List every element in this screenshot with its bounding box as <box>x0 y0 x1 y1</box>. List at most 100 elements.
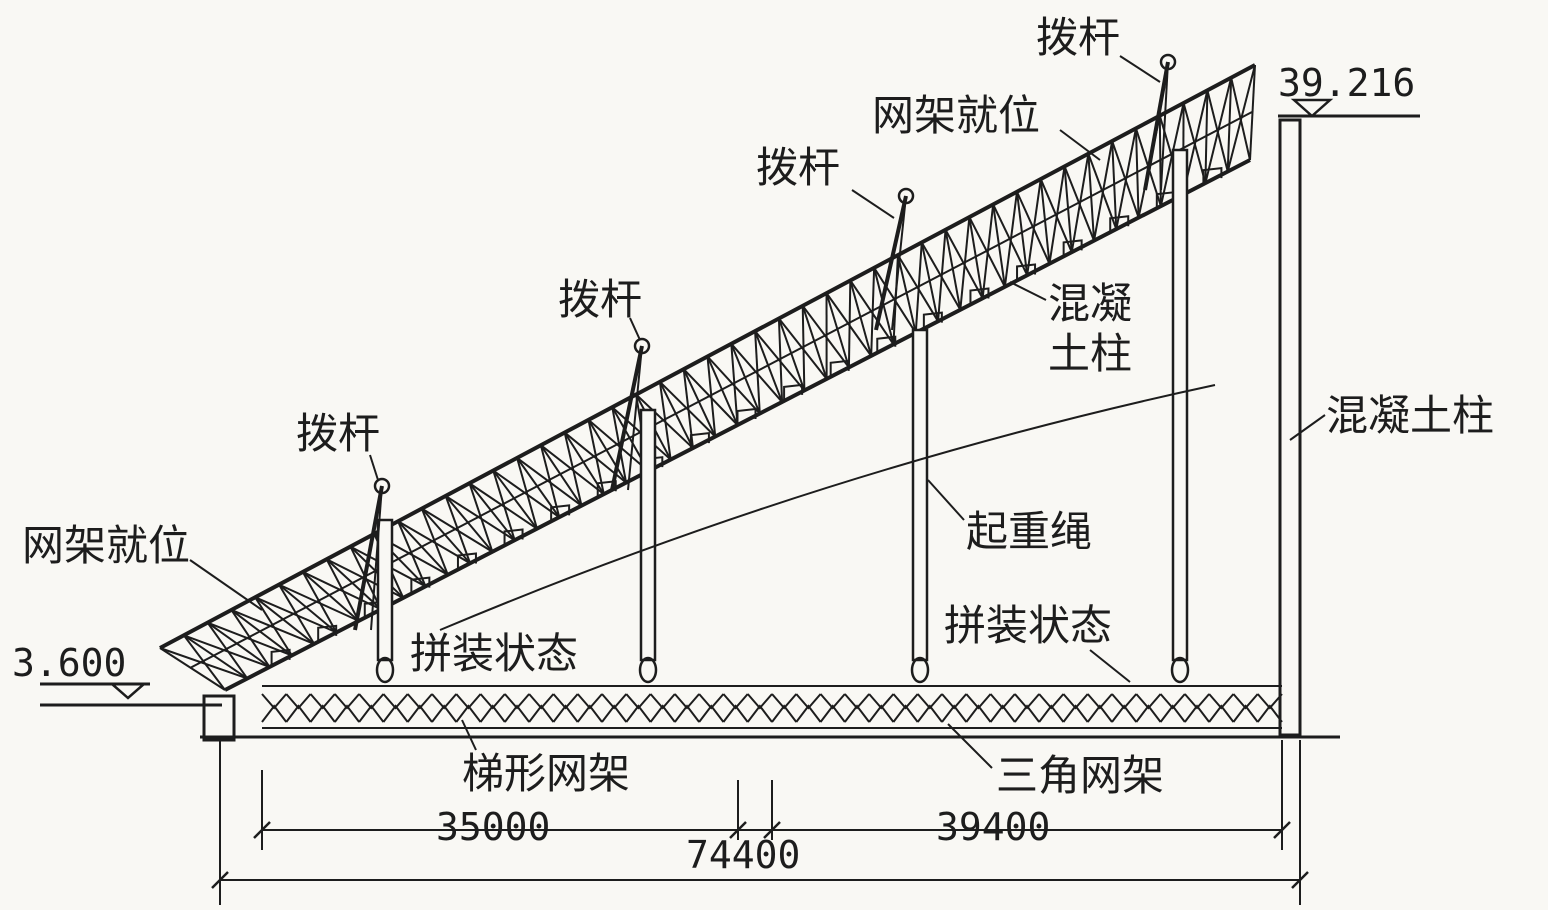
flat-truss-upper-web <box>746 693 773 710</box>
truss-vertical-member <box>730 343 761 414</box>
gin-pole-label-2: 拨杆 <box>558 275 642 324</box>
truss-vertical-member <box>183 634 248 680</box>
gin-pole-stay-2 <box>627 345 643 491</box>
flat-truss-upper-web <box>406 693 433 710</box>
flat-truss-lower-web <box>1062 704 1089 723</box>
flat-truss-upper-web <box>504 693 530 710</box>
elevation-low-label: 3.600 <box>12 641 126 685</box>
truss-vertical-member <box>849 280 873 357</box>
truss-diagonal-member <box>254 596 293 656</box>
flat-truss-lower-web <box>819 704 846 723</box>
dimension-left-span: 35000 <box>436 805 550 849</box>
truss-diagonal-member <box>230 609 271 668</box>
gin-pole-pulley-1 <box>373 477 391 495</box>
truss-diagonal-member <box>587 419 605 495</box>
flat-truss-upper-web <box>431 693 458 710</box>
hoist-rope <box>439 384 1216 631</box>
flat-truss-upper-web <box>382 693 409 710</box>
truss-diagonal-member <box>1070 153 1090 253</box>
truss-mid-chord <box>189 111 1253 669</box>
flat-truss-upper-web <box>601 693 628 710</box>
truss-diagonal-member <box>397 520 427 587</box>
flat-truss-lower-web <box>309 704 336 723</box>
truss-diagonal-member <box>563 432 583 506</box>
truss-vertical-member <box>516 457 561 518</box>
truss-diagonal-member <box>1048 166 1066 264</box>
flat-truss-upper-web <box>334 693 360 710</box>
flat-truss-lower-web <box>746 704 773 723</box>
concrete-column-right-leader <box>1289 414 1326 441</box>
concrete-column-mid-label-line1: 混凝 <box>1048 279 1132 328</box>
trapezoid-truss-label: 梯形网架 <box>462 749 630 798</box>
truss-bearing-bracket <box>550 504 571 522</box>
truss-bearing-bracket <box>736 407 757 425</box>
dimension-tick-4 <box>1273 821 1291 839</box>
flat-truss-upper-web <box>674 693 700 710</box>
truss-vertical-member <box>658 381 694 449</box>
truss-bearing-bracket <box>1202 166 1223 185</box>
truss-bearing-bracket <box>270 648 291 666</box>
truss-bearing-bracket <box>783 383 804 401</box>
flat-truss-lower-web <box>1208 704 1235 723</box>
flat-truss-lower-web <box>1111 704 1138 723</box>
gin-pole-mast-4 <box>1143 61 1170 191</box>
truss-bearing-bracket <box>876 335 897 353</box>
flat-truss-upper-web <box>941 693 968 710</box>
flat-truss-lower-web <box>552 704 579 723</box>
gin-pole-pulley-2 <box>633 337 651 355</box>
flat-truss-upper-web <box>1062 693 1089 710</box>
flat-truss-lower-web <box>1159 704 1186 723</box>
gin-pole-stay-1 <box>370 485 383 631</box>
truss-vertical-member <box>706 356 739 426</box>
flat-truss-upper-web <box>528 693 555 710</box>
hoist-rope-label: 起重绳 <box>966 507 1092 556</box>
truss-diagonal-member <box>611 407 628 483</box>
truss-diagonal-member <box>981 204 995 299</box>
flat-truss-lower-web <box>674 704 700 723</box>
gin-pole-1-leader <box>369 454 379 481</box>
flat-truss-lower-web <box>601 704 628 723</box>
dimension-tick-1 <box>253 821 271 839</box>
flat-truss-upper-web <box>916 693 943 710</box>
flat-truss-upper-web <box>261 693 288 710</box>
truss-diagonal-member <box>658 381 672 460</box>
flat-truss-lower-web <box>941 704 968 723</box>
flat-truss-lower-web <box>504 704 530 723</box>
flat-truss-lower-web <box>989 704 1016 723</box>
flat-truss-upper-web <box>576 693 603 710</box>
flat-truss-lower-web <box>1014 704 1040 723</box>
truss-diagonal-member <box>1026 178 1042 276</box>
truss-diagonal-member <box>1115 128 1137 230</box>
flat-truss-upper-web <box>771 693 798 710</box>
flat-truss-upper-web <box>989 693 1016 710</box>
truss-bearing-bracket <box>969 287 990 305</box>
truss-vertical-member <box>492 469 538 530</box>
truss-diagonal-member <box>1226 64 1256 172</box>
flat-truss-lower-web <box>844 704 870 723</box>
dimension-tick-3 <box>763 821 781 839</box>
flat-truss-lower-web <box>916 704 943 723</box>
flat-truss-upper-web <box>1159 693 1186 710</box>
concrete-column-2 <box>639 408 657 662</box>
gin-pole-stay-4 <box>1160 61 1169 191</box>
truss-diagonal-member <box>539 444 561 518</box>
truss-vertical-member <box>1039 178 1051 264</box>
truss-vertical-member <box>587 419 627 484</box>
flat-truss-lower-web <box>1184 704 1210 723</box>
flat-truss-lower-web <box>431 704 458 723</box>
flat-truss-lower-web <box>261 704 288 723</box>
gin-pole-mast-2 <box>610 345 644 491</box>
gin-pole-2-leader <box>629 317 641 341</box>
truss-vertical-member <box>1226 77 1233 172</box>
truss-vertical-member <box>920 242 940 322</box>
column-base-1 <box>375 656 395 684</box>
left-support-pier <box>202 694 236 742</box>
flat-truss-lower-web <box>406 704 433 723</box>
truss-vertical-member <box>254 596 315 645</box>
truss-vertical-member <box>777 318 806 391</box>
truss-diagonal-member <box>914 242 923 333</box>
truss-diagonal-member <box>801 305 806 391</box>
flat-truss-lower-web <box>795 704 822 723</box>
flat-truss-lower-web <box>722 704 749 723</box>
